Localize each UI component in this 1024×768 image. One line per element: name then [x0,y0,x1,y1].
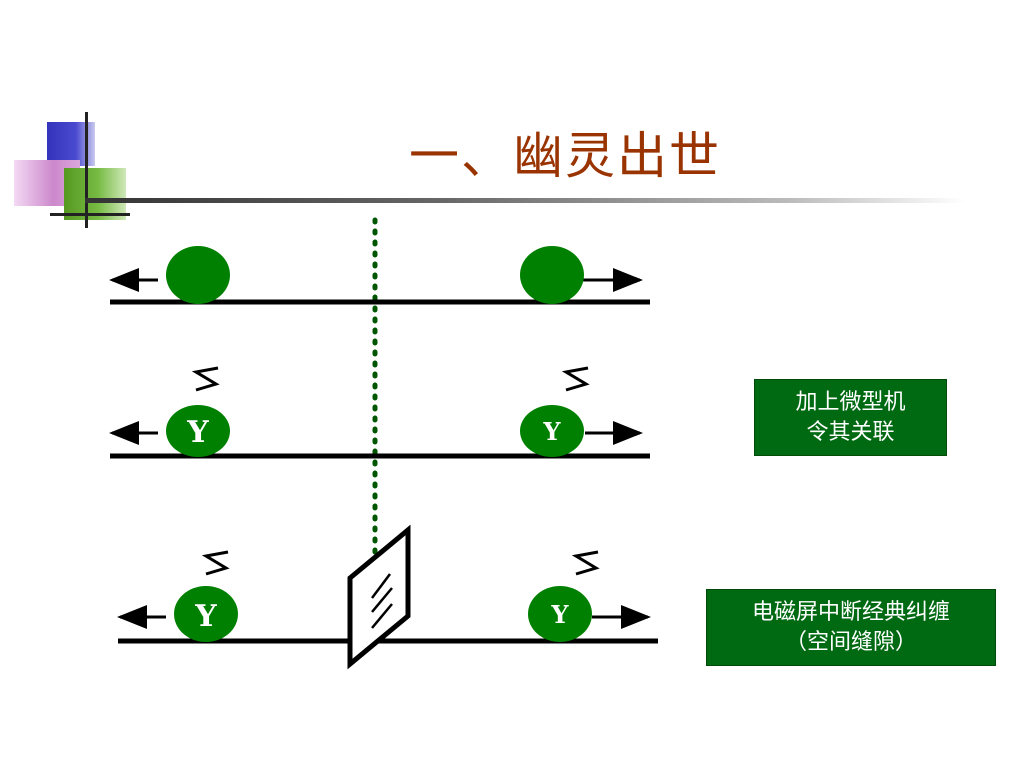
particle-label-left-2: Y [186,415,209,450]
label-em-shield: 电磁屏中断经典纠缠 （空间缝隙） [706,589,996,666]
title-underline [85,198,965,203]
particle-right-3 [528,586,592,642]
decor-green-square [64,168,126,220]
particle-left-2 [166,405,230,457]
decor-vertical-line [85,112,88,228]
em-shield [347,524,411,670]
squiggle-right-2 [561,366,590,392]
slide-title: 一、幽灵出世 [409,127,721,185]
particle-label-right-2: Y [542,417,561,446]
squiggle-right-3 [571,550,600,576]
label-box1-line2: 令其关联 [806,420,895,445]
particle-right-2 [520,405,584,457]
squiggle-left-3 [201,550,230,576]
label-box2-line1: 电磁屏中断经典纠缠 [751,600,950,625]
decor-short-line [50,213,130,216]
particle-left-1 [166,246,230,304]
row-2: Y Y [109,366,650,459]
particle-label-right-3: Y [550,600,569,629]
squiggle-left-2 [191,366,220,392]
label-add-microcomputer: 加上微型机 令其关联 [754,379,947,456]
particle-label-left-3: Y [194,599,217,634]
row-3: Y Y [117,524,658,670]
particle-right-1 [520,246,584,304]
label-box2-line2: （空间缝隙） [784,630,917,655]
particle-left-3 [174,586,238,642]
row-1 [109,246,650,305]
label-box1-line1: 加上微型机 [795,390,906,415]
